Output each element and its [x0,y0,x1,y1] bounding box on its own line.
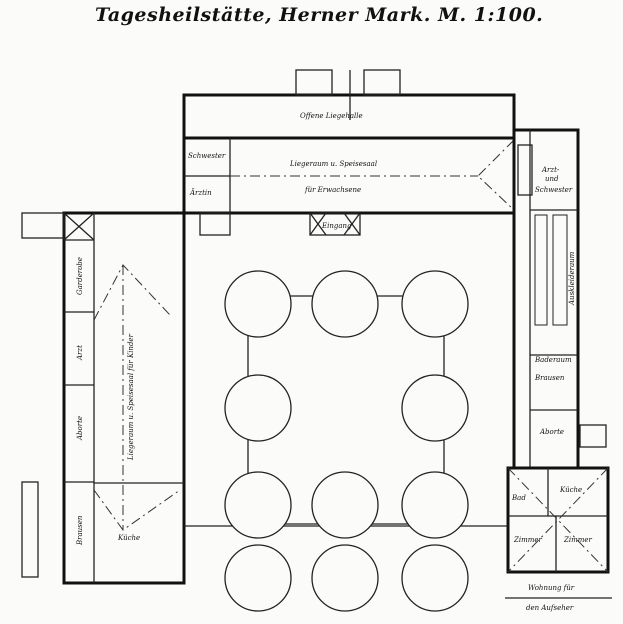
label-bath-2: Brausen [534,374,565,382]
drawing-title: Tagesheilstätte, Herner Mark. M. 1:100. [95,4,544,26]
label-toilets-right: Aborte [539,428,564,436]
trees [224,270,469,612]
label-doctor-nurse-1: Arzt- [541,166,560,174]
label-doctor-nurse-3: Schwester [535,186,573,194]
label-doctor-nurse-2: und [545,175,559,183]
label-flat-2: den Aufseher [526,604,574,612]
label-undressing: Auskleideraum [568,251,576,306]
label-room-1: Zimmer [513,536,543,544]
label-showers: Brausen [76,515,84,546]
label-kitchen-right: Küche [559,486,582,494]
label-bath: Bad [511,494,526,502]
label-adult-hall-2: für Erwachsene [304,186,361,194]
label-entrance: Eingang [321,222,352,230]
open-hall [182,69,516,140]
label-doctor: Arzt [76,345,84,361]
label-adult-hall-1: Liegeraum u. Speisesaal [289,160,377,168]
right-wing [512,128,607,470]
label-doctor-top: Ärztin [189,188,212,197]
label-bath-1: Baderaum [534,356,572,364]
label-nurse: Schwester [188,152,226,160]
label-wardrobe: Garderobe [76,257,84,295]
label-open-hall: Offene Liegehalle [300,112,363,120]
left-wing [21,211,186,585]
label-flat-1: Wohnung für [528,584,575,592]
label-room-2: Zimmer [563,536,593,544]
warden-flat [505,466,612,599]
label-kids-hall: Liegeraum u. Speisesaal für Kinder [127,333,135,461]
label-kitchen: Küche [117,534,140,542]
label-toilets: Aborte [76,416,84,441]
